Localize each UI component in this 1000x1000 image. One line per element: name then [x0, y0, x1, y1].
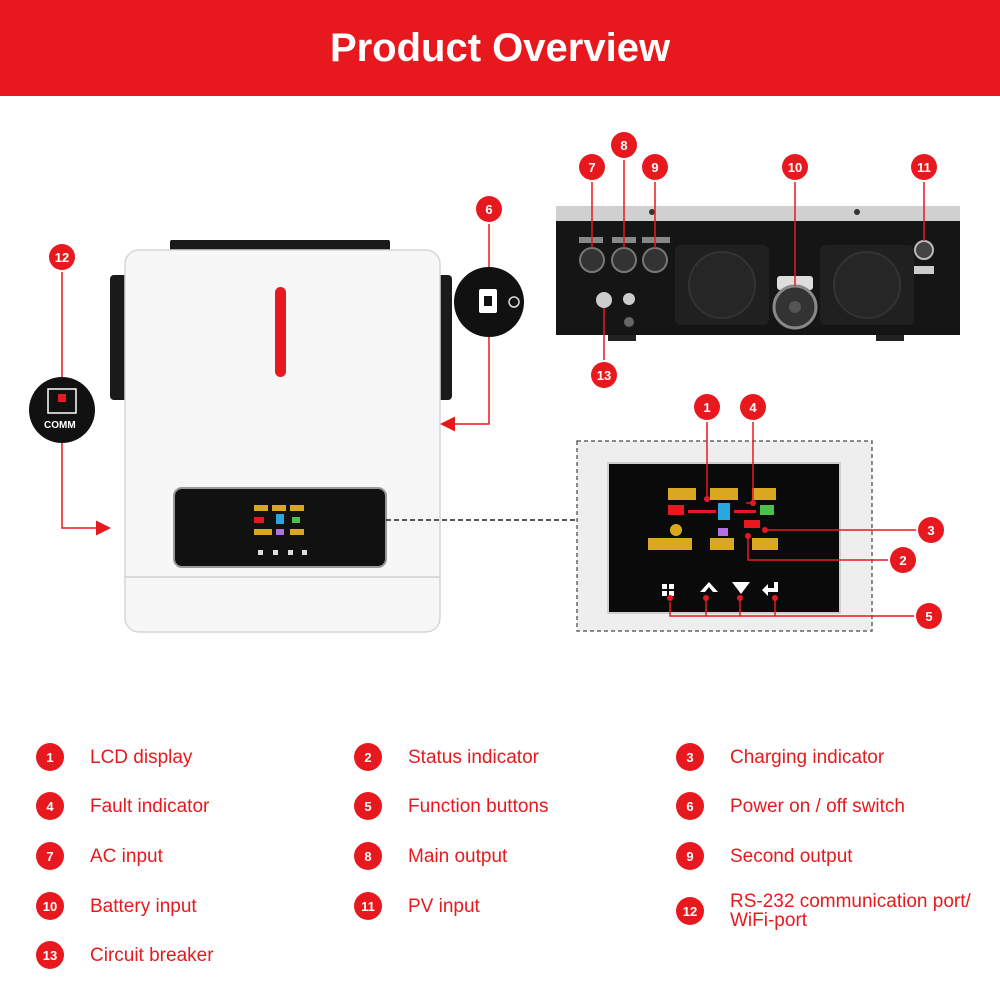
callout-2: 2 [890, 547, 916, 573]
legend-item-charging-indicator: 3 Charging indicator [676, 743, 884, 771]
legend-num: 10 [36, 892, 64, 920]
legend-label: Function buttons [408, 795, 549, 817]
legend-num: 11 [354, 892, 382, 920]
callout-5: 5 [916, 603, 942, 629]
inverter-front [110, 240, 452, 633]
legend-num: 2 [354, 743, 382, 771]
legend-label: Charging indicator [730, 746, 885, 768]
callout-9: 9 [642, 154, 668, 180]
legend-item-pv-input: 11 PV input [354, 892, 480, 920]
legend-item-comm-port: 12 RS-232 communication port/ WiFi-port [676, 892, 995, 930]
callout-3: 3 [918, 517, 944, 543]
legend-num: 6 [676, 792, 704, 820]
page-title: Product Overview [329, 25, 671, 70]
legend-item-function-buttons: 5 Function buttons [354, 792, 548, 820]
callout-1: 1 [694, 394, 720, 420]
legend-label: Circuit breaker [90, 944, 214, 966]
lcd-detail [576, 440, 873, 632]
legend-item-ac-input: 7 AC input [36, 842, 163, 870]
legend-label: Status indicator [408, 746, 539, 768]
legend-num: 7 [36, 842, 64, 870]
legend-label: Power on / off switch [730, 795, 905, 817]
legend-label: LCD display [90, 746, 193, 768]
legend-label: Main output [408, 845, 508, 867]
legend-item-battery-input: 10 Battery input [36, 892, 197, 920]
header-banner: Product Overview [0, 0, 1000, 96]
legend-item-main-output: 8 Main output [354, 842, 507, 870]
legend-label: Battery input [90, 895, 197, 917]
callout-13: 13 [591, 362, 617, 388]
legend-item-fault-indicator: 4 Fault indicator [36, 792, 209, 820]
callout-12: 12 [49, 244, 75, 270]
comm-label: COMM [44, 420, 76, 431]
legend-item-circuit-breaker: 13 Circuit breaker [36, 941, 214, 969]
legend-num: 13 [36, 941, 64, 969]
front-lcd-icons [254, 505, 307, 555]
legend-num: 12 [676, 897, 704, 925]
legend-label: Second output [730, 845, 853, 867]
legend-label: RS-232 communication port/ WiFi-port [730, 891, 971, 931]
callout-7: 7 [579, 154, 605, 180]
legend-num: 9 [676, 842, 704, 870]
legend-item-power-switch: 6 Power on / off switch [676, 792, 905, 820]
legend-num: 4 [36, 792, 64, 820]
legend-label: AC input [90, 845, 163, 867]
legend-num: 1 [36, 743, 64, 771]
callout-6: 6 [476, 196, 502, 222]
legend-item-status-indicator: 2 Status indicator [354, 743, 539, 771]
callout-10: 10 [782, 154, 808, 180]
callout-8: 8 [611, 132, 637, 158]
legend-num: 3 [676, 743, 704, 771]
legend-label: PV input [408, 895, 480, 917]
product-illustration [29, 158, 960, 633]
inverter-rear-panel [556, 206, 960, 341]
callout-11: 11 [911, 154, 937, 180]
callout-4: 4 [740, 394, 766, 420]
legend-label: Fault indicator [90, 795, 210, 817]
legend-num: 5 [354, 792, 382, 820]
legend-num: 8 [354, 842, 382, 870]
legend-item-second-output: 9 Second output [676, 842, 853, 870]
legend-item-lcd-display: 1 LCD display [36, 743, 192, 771]
